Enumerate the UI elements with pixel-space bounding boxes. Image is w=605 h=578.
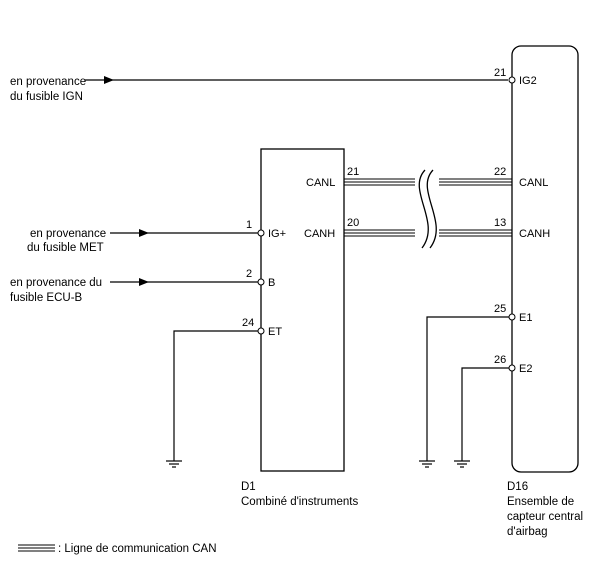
legend-text: : Ligne de communication CAN [58, 543, 217, 555]
pin-d16-e2-num: 26 [494, 354, 506, 366]
legend-can-line-icon [18, 544, 55, 552]
ign-source-line1: en provenance [10, 76, 86, 88]
ign-source-line2: du fusible IGN [10, 91, 83, 103]
arrow-ign-icon [104, 76, 114, 84]
d16-name-line3: d'airbag [507, 526, 548, 538]
pin-d1-igp-label: IG+ [268, 228, 286, 240]
pin-d16-ig2-num: 21 [494, 67, 506, 79]
ecub-source-line1: en provenance du [10, 277, 102, 289]
wire-d16-e2-ground [461, 367, 509, 461]
pin-d1-igp-num: 1 [246, 219, 252, 231]
terminal-d16-e1 [508, 313, 516, 321]
wire-d16-e1-ground [426, 316, 509, 461]
ground-icon [454, 460, 470, 468]
ground-icon [166, 460, 182, 468]
ecub-source: en provenance du fusible ECU-B [10, 277, 102, 304]
met-source-line2: du fusible MET [27, 242, 104, 254]
arrow-met-icon [139, 229, 149, 237]
pin-d1-canh-label: CANH [304, 228, 335, 240]
d16-airbag-sensor-box [511, 45, 579, 473]
pin-d1-canh-num: 20 [347, 217, 359, 229]
pin-d16-ig2-label: IG2 [519, 75, 537, 87]
pin-d1-et-label: ET [268, 326, 282, 338]
can-line-canh [344, 229, 512, 237]
terminal-d16-e2 [508, 364, 516, 372]
pin-d16-canl-num: 22 [494, 166, 506, 178]
pin-d1-canl-label: CANL [306, 177, 335, 189]
d1-name: Combiné d'instruments [241, 496, 358, 508]
wire-d1-et-ground [173, 330, 258, 461]
d16-code: D16 [507, 481, 528, 493]
terminal-d1-et [257, 327, 265, 335]
pin-d1-b-num: 2 [246, 268, 252, 280]
ecub-source-line2: fusible ECU-B [10, 292, 83, 304]
terminal-d1-b [257, 278, 265, 286]
pin-d16-e1-label: E1 [519, 312, 532, 324]
d1-combination-meter-box [260, 148, 345, 472]
pin-d16-e1-num: 25 [494, 303, 506, 315]
d1-code: D1 [241, 481, 256, 493]
pin-d16-canl-label: CANL [519, 177, 548, 189]
met-source: en provenance du fusible MET [27, 228, 106, 254]
pin-d16-canh-label: CANH [519, 228, 550, 240]
pin-d1-et-num: 24 [242, 317, 254, 329]
met-source-line1: en provenance [30, 228, 106, 240]
pin-d16-e2-label: E2 [519, 363, 532, 375]
terminal-d16-ig2 [508, 76, 516, 84]
pin-d1-b-label: B [268, 277, 275, 289]
terminal-d1-igp [257, 229, 265, 237]
ign-source: en provenance du fusible IGN [10, 76, 86, 103]
pin-d16-canh-num: 13 [494, 217, 506, 229]
wire-break-icon [418, 169, 437, 249]
ground-icon [419, 460, 435, 468]
d16-name-line1: Ensemble de [507, 496, 574, 508]
can-line-canl [344, 178, 512, 186]
pin-d1-canl-num: 21 [347, 166, 359, 178]
arrow-ecub-icon [139, 278, 149, 286]
d16-name-line2: capteur central [507, 511, 583, 523]
